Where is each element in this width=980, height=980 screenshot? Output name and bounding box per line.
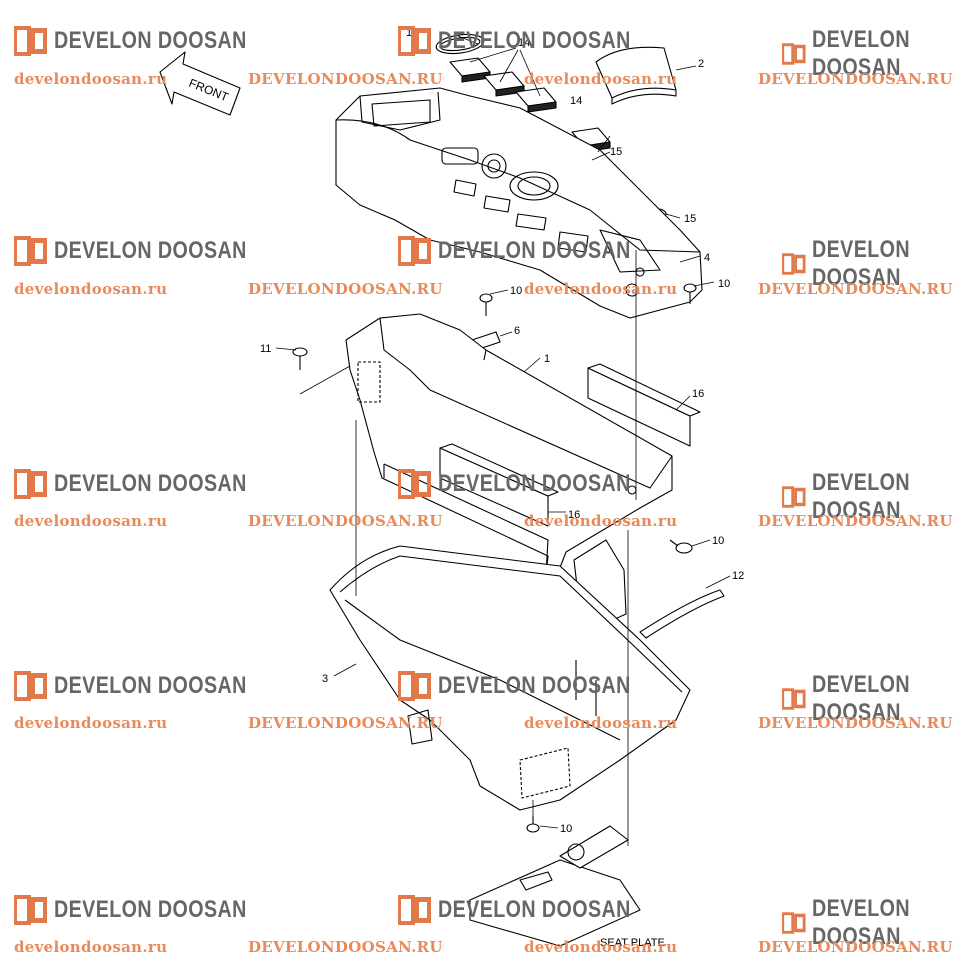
watermark-url: develondoosan.ru (14, 938, 168, 956)
seat-plate (469, 825, 641, 947)
watermark-logo: DEVELON DOOSAN (14, 671, 289, 701)
callout-16-b: 16 (568, 509, 580, 521)
develon-logo-icon (782, 912, 806, 934)
watermark-logo: DEVELON DOOSAN (14, 469, 289, 499)
watermark-url: develondoosan.ru (14, 70, 168, 88)
watermark-url: DEVELONDOOSAN.RU (248, 714, 443, 732)
part-4-upper-console (335, 87, 703, 319)
callout-2: 2 (698, 58, 704, 70)
callout-10-d: 10 (560, 823, 572, 835)
develon-logo-icon (14, 236, 47, 266)
callout-10-a: 10 (510, 285, 522, 297)
part-3-lower-box (329, 545, 691, 811)
watermark-url: develondoosan.ru (14, 512, 168, 530)
callout-14-b: 14 (570, 95, 582, 107)
develon-logo-icon (782, 486, 806, 508)
watermark-logo: DEVELON DOOSAN (782, 895, 980, 951)
watermark-logo: DEVELON DOOSAN (782, 671, 980, 727)
develon-logo-icon (398, 671, 431, 701)
part-12-grille (639, 589, 725, 639)
callout-15-a: 15 (610, 146, 622, 158)
watermark-logo: DEVELON DOOSAN (398, 895, 673, 925)
watermark-url: develondoosan.ru (14, 280, 168, 298)
screw-icons (292, 283, 697, 833)
callout-numbers: 13 14 2 14 15 15 4 10 10 6 11 1 16 16 10… (260, 27, 744, 835)
callout-11: 11 (260, 343, 271, 355)
watermark-url: develondoosan.ru (524, 714, 678, 732)
watermark-url: develondoosan.ru (524, 938, 678, 956)
watermark-logo: DEVELON DOOSAN (782, 26, 980, 82)
watermark-logo: DEVELON DOOSAN (398, 671, 673, 701)
watermark-logo: DEVELON DOOSAN (398, 26, 673, 56)
watermark-logo: DEVELON DOOSAN (14, 236, 289, 266)
watermark-url: DEVELONDOOSAN.RU (758, 938, 953, 956)
part-2-lid (595, 46, 677, 105)
develon-logo-icon (14, 469, 47, 499)
watermark-logo: DEVELON DOOSAN (398, 236, 673, 266)
watermark-url: develondoosan.ru (524, 70, 678, 88)
watermark-url: develondoosan.ru (524, 512, 678, 530)
develon-logo-icon (782, 43, 806, 65)
develon-logo-icon (782, 253, 806, 275)
develon-logo-icon (14, 671, 47, 701)
watermark-url: develondoosan.ru (14, 714, 168, 732)
watermark-url: DEVELONDOOSAN.RU (758, 70, 953, 88)
watermark-url: DEVELONDOOSAN.RU (758, 714, 953, 732)
callout-3: 3 (322, 673, 328, 685)
callout-16-a: 16 (692, 388, 704, 400)
watermark-url: DEVELONDOOSAN.RU (248, 280, 443, 298)
watermark-url: DEVELONDOOSAN.RU (758, 280, 953, 298)
seat-plate-label: SEAT PLATE (600, 937, 665, 949)
develon-logo-icon (398, 236, 431, 266)
develon-logo-icon (398, 26, 431, 56)
callout-10-c: 10 (712, 535, 724, 547)
watermark-logo: DEVELON DOOSAN (398, 469, 673, 499)
callout-1: 1 (544, 353, 550, 365)
part-16-pads (439, 363, 701, 527)
watermark-url: DEVELONDOOSAN.RU (248, 512, 443, 530)
watermark-url: DEVELONDOOSAN.RU (248, 938, 443, 956)
front-arrow-icon (159, 51, 241, 116)
watermark-url: develondoosan.ru (524, 280, 678, 298)
callout-10-b: 10 (718, 278, 730, 290)
develon-logo-icon (398, 895, 431, 925)
callout-14-a: 14 (518, 37, 530, 49)
develon-logo-icon (398, 469, 431, 499)
watermark-url: DEVELONDOOSAN.RU (758, 512, 953, 530)
develon-logo-icon (14, 26, 47, 56)
watermark-logo: DEVELON DOOSAN (782, 469, 980, 525)
develon-logo-icon (782, 688, 806, 710)
callout-15-b: 15 (684, 213, 696, 225)
callout-4: 4 (704, 252, 710, 264)
watermark-url: DEVELONDOOSAN.RU (248, 70, 443, 88)
watermark-logo: DEVELON DOOSAN (14, 895, 289, 925)
watermark-logo: DEVELON DOOSAN (782, 236, 980, 292)
watermark-logo: DEVELON DOOSAN (14, 26, 289, 56)
develon-logo-icon (14, 895, 47, 925)
part-13-seal-ring (435, 33, 485, 55)
part-1-tray-frame (345, 313, 673, 579)
callout-6: 6 (514, 325, 520, 337)
callout-12: 12 (732, 570, 744, 582)
